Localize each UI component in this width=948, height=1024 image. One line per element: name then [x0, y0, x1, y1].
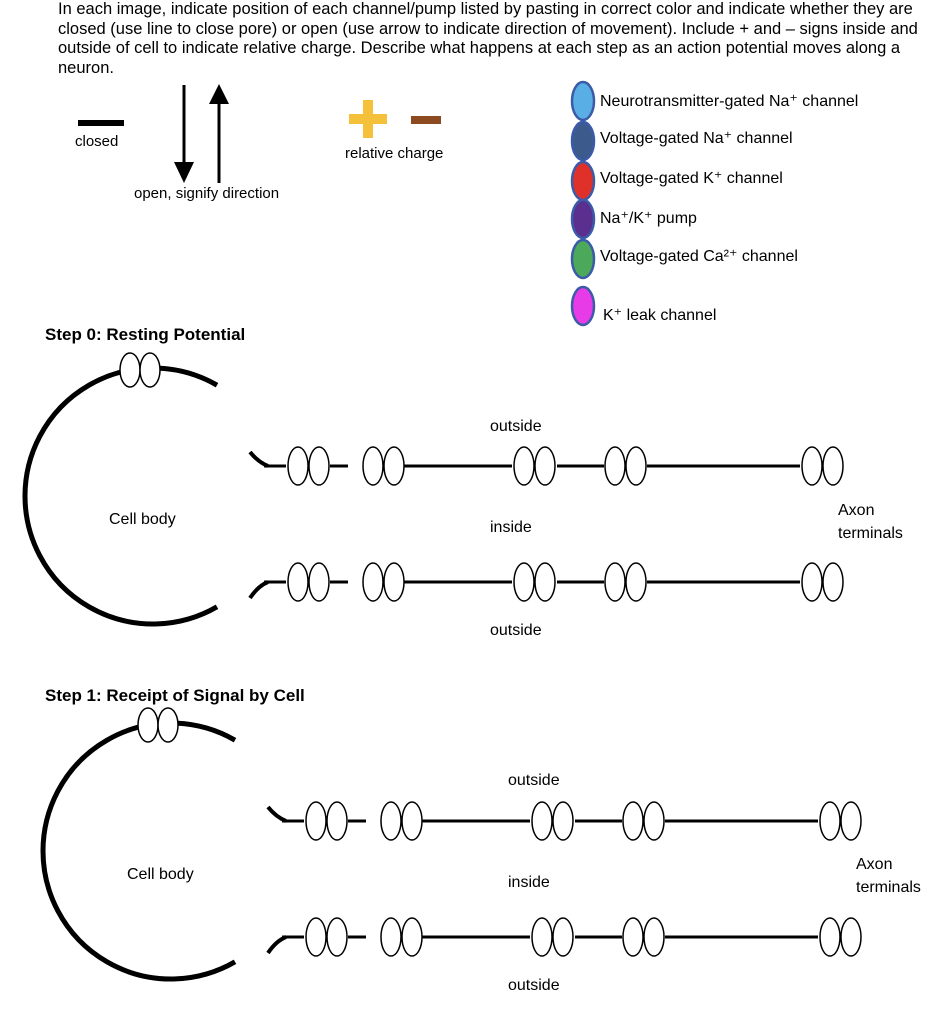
channel-oval: [531, 801, 553, 841]
legend-label-vg-k: Voltage-gated K⁺ channel: [600, 170, 783, 187]
step-0-axon-terminals: Axon terminals: [838, 502, 903, 542]
cell-body-membrane: [22, 365, 219, 627]
closed-symbol: [78, 120, 124, 126]
legend-oval-icon-1: [570, 120, 596, 162]
step-0-outside-top: outside: [490, 418, 542, 435]
step-1-title: Step 1: Receipt of Signal by Cell: [45, 686, 305, 705]
step-0-inside: inside: [490, 519, 532, 536]
instructions-text: In each image, indicate position of each…: [58, 0, 918, 77]
channel-oval: [401, 801, 423, 841]
channel-oval: [643, 801, 665, 841]
channel-oval: [305, 801, 327, 841]
legend-oval-icon-5: [570, 285, 596, 327]
channel-oval: [531, 917, 553, 957]
step-0-cell-body: Cell body: [109, 511, 176, 528]
legend-label-pump: Na⁺/K⁺ pump: [600, 210, 697, 227]
plus-icon: [349, 100, 387, 138]
channel-oval: [326, 917, 348, 957]
channel-oval: [380, 801, 402, 841]
channel-oval: [287, 446, 309, 486]
axon-hillock-lower: [266, 935, 287, 955]
channel-oval: [801, 562, 823, 602]
channel-oval: [139, 352, 161, 388]
channel-oval: [137, 707, 159, 743]
channel-oval: [643, 917, 665, 957]
arrow-up-icon: [209, 84, 229, 183]
axon-hillock-upper: [266, 805, 287, 823]
channel-oval: [513, 562, 535, 602]
channel-oval: [622, 801, 644, 841]
step-0-outside-bottom: outside: [490, 622, 542, 639]
step-1-outside-top: outside: [508, 772, 560, 789]
step-1-axon-terminals: Axon terminals: [856, 856, 921, 896]
channel-oval: [819, 917, 841, 957]
step-1-outside-bottom: outside: [508, 977, 560, 994]
legend-label-k-leak: K⁺ leak channel: [603, 307, 717, 324]
channel-oval: [383, 446, 405, 486]
legend-oval-icon-2: [570, 160, 596, 202]
legend-oval-icon-4: [570, 238, 596, 280]
channel-oval: [326, 801, 348, 841]
charge-label: relative charge: [345, 145, 444, 162]
axon-hillock-lower: [248, 580, 269, 600]
channel-oval: [819, 801, 841, 841]
channel-oval: [625, 446, 647, 486]
channel-oval: [119, 352, 141, 388]
channel-oval: [380, 917, 402, 957]
legend-label-nt-na: Neurotransmitter-gated Na⁺ channel: [600, 93, 859, 110]
channel-oval: [305, 917, 327, 957]
channel-oval: [822, 562, 844, 602]
channel-oval: [840, 801, 862, 841]
channel-oval: [401, 917, 423, 957]
axon-hillock-upper: [248, 450, 269, 468]
channel-oval: [157, 707, 179, 743]
channel-oval: [362, 446, 384, 486]
legend-oval-icon-0: [570, 80, 596, 122]
channel-oval: [287, 562, 309, 602]
arrow-down-icon: [174, 85, 194, 183]
step-1-cell-body: Cell body: [127, 866, 194, 883]
channel-oval: [840, 917, 862, 957]
channel-oval: [604, 446, 626, 486]
legend-label-vg-ca: Voltage-gated Ca²⁺ channel: [600, 248, 798, 265]
channel-oval: [308, 562, 330, 602]
channel-oval: [604, 562, 626, 602]
minus-icon: [411, 116, 441, 124]
channel-oval: [625, 562, 647, 602]
channel-oval: [552, 917, 574, 957]
closed-label: closed: [75, 133, 119, 150]
channel-oval: [822, 446, 844, 486]
cell-body-membrane: [40, 720, 237, 982]
channel-oval: [534, 446, 556, 486]
legend-oval-icon-3: [570, 198, 596, 240]
channel-oval: [801, 446, 823, 486]
channel-oval: [383, 562, 405, 602]
channel-oval: [513, 446, 535, 486]
channel-oval: [362, 562, 384, 602]
channel-oval: [534, 562, 556, 602]
step-0-title: Step 0: Resting Potential: [45, 325, 246, 344]
channel-oval: [552, 801, 574, 841]
channel-oval: [308, 446, 330, 486]
channel-oval: [622, 917, 644, 957]
step-1-inside: inside: [508, 874, 550, 891]
legend-label-vg-na: Voltage-gated Na⁺ channel: [600, 130, 793, 147]
open-label: open, signify direction: [134, 185, 280, 202]
